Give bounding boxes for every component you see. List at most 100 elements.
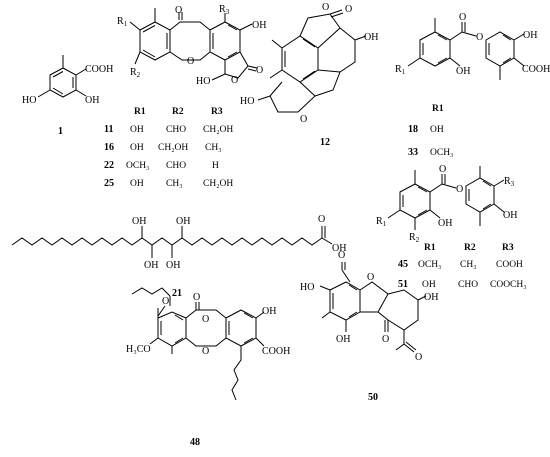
compound-number: 50 [368,392,378,403]
o-label: O [367,272,374,283]
oh-label: OH [503,210,517,221]
o-label: O [415,352,422,363]
r2-label: R2 [409,232,420,244]
r1-label: R1 [395,64,406,76]
substituent-table-18: R1 18 OH 33 OCH₃ [408,104,453,158]
table-cell: OCH₃ [126,161,149,171]
o-label: O [300,114,307,125]
compound-number: 18 [408,124,418,135]
r3-label: R3 [219,4,230,16]
oh-label: OH [336,334,350,345]
table-cell: CH₃ [205,143,222,153]
table-cell: OH [130,179,144,189]
compound-number: 11 [104,124,113,135]
oh-label: OH [438,218,452,229]
table-cell: CH₃ [460,260,477,270]
table-header: R1 [432,104,444,114]
o-label: O [345,4,352,15]
table-cell: CH₂OH [203,125,233,135]
compound-45: O O OH OH R3 R1 R2 [376,164,517,244]
compound-number: 45 [398,259,408,270]
o-label: O [456,184,463,195]
substituent-table-11: R1 R2 R3 11 OH CHO CH₂OH 16 OH CH₂OH CH₃… [104,107,233,189]
compound-12: O O OH HO O 12 [240,2,378,148]
compound-48: O O O O H₃CO OH COOH 48 [126,287,290,448]
compound-number: 22 [104,160,114,171]
table-cell: OCH₃ [430,148,453,158]
oh-label: HO [22,95,36,106]
table-cell: CH₂OH [203,179,233,189]
table-cell: CHO [166,161,186,171]
oh-label: OH [332,243,346,254]
r1-label: R1 [117,16,128,28]
o-label: O [459,12,466,23]
cooh-label: COOH [262,346,290,357]
o-label: O [318,214,325,225]
oh-label: OH [166,260,180,271]
compound-18: O O OH OH COOH R1 [395,12,550,80]
table-header: R3 [502,243,514,253]
o-label: O [187,56,194,67]
oh-label: OH [364,32,378,43]
substituent-table-45: R1 R2 R3 45 OCH₃ CH₃ COOH 51 OH CHO COOC… [398,243,527,290]
o-label: O [338,250,345,261]
table-header: R2 [464,243,476,253]
oh-label: OH [132,216,146,227]
compound-50: O O HO OH O OH O 50 [300,250,438,403]
methoxy-label: H₃CO [126,344,151,355]
table-cell: OH [130,125,144,135]
o-label: O [175,5,182,16]
compound-number: 48 [190,437,200,448]
table-cell: H [212,161,219,171]
o-label: O [193,292,200,303]
table-cell: CH₃ [166,179,183,189]
oh-label: OH [456,66,470,77]
r3-label: R3 [504,176,515,188]
oh-label: OH [252,20,266,31]
oh-label: OH [85,95,99,106]
table-cell: OCH₃ [418,260,441,270]
table-cell: COOH [496,260,523,270]
compound-21: OH OH OH OH O OH 21 [11,214,346,299]
oh-label: OH [144,260,158,271]
o-label: O [202,346,209,357]
table-cell: CHO [458,280,478,290]
compound-number: 12 [320,137,330,148]
compound-number: 33 [408,147,418,158]
table-cell: OH [422,280,436,290]
o-label: O [162,296,169,307]
o-label: O [476,32,483,43]
compound-11: O O O O OH HO R3 R1 R2 [117,4,266,87]
table-cell: CHO [166,125,186,135]
table-header: R1 [424,243,436,253]
oh-label: HO [196,76,210,87]
o-label: O [256,65,263,76]
cooh-label: COOH [522,64,550,75]
table-cell: OH [130,143,144,153]
compound-number: 16 [104,142,114,153]
o-label: O [439,164,446,175]
o-label: O [382,334,389,345]
cooh-label: COOH [85,64,113,75]
table-header: R1 [134,107,146,117]
r1-label: R1 [376,216,387,228]
o-label: O [202,314,209,325]
table-header: R3 [211,107,223,117]
oh-label: HO [300,282,314,293]
table-cell: COOCH₃ [490,280,527,290]
oh-label: OH [424,292,438,303]
r2-label: R2 [130,67,141,79]
compound-number: 21 [172,288,182,299]
o-label: O [231,75,238,86]
table-cell: OH [430,125,444,135]
oh-label: OH [176,216,190,227]
compound-number: 25 [104,178,114,189]
oh-label: HO [240,96,254,107]
compound-number: 51 [398,279,408,290]
o-label: O [322,2,329,13]
table-header: R2 [172,107,184,117]
oh-label: OH [262,306,276,317]
oh-label: OH [523,30,537,41]
compound-1: COOH OH HO 1 [22,55,113,137]
